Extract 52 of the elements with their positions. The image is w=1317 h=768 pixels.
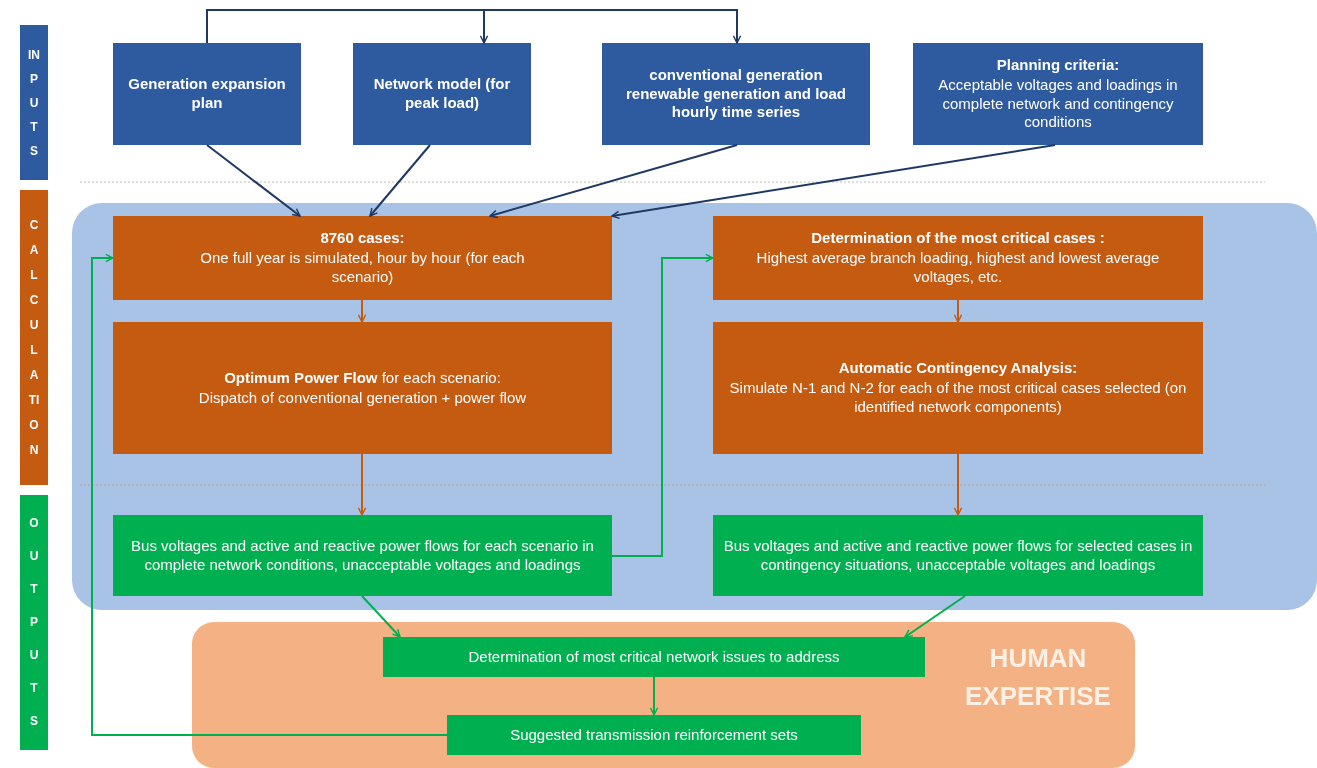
section-band xyxy=(20,25,48,180)
box-text: Generation expansion plan xyxy=(127,75,287,113)
arrow xyxy=(953,453,963,516)
section-label: INPUTS xyxy=(28,46,40,160)
process-box xyxy=(447,715,861,755)
arrow xyxy=(206,144,301,217)
process-box xyxy=(713,322,1203,454)
arrow xyxy=(357,299,367,323)
box-text: Bus voltages and active and reactive power flows for selected cases in contingency situations, unacceptable voltages and loadings xyxy=(723,536,1193,575)
arrow xyxy=(611,144,1056,220)
process-box xyxy=(113,43,301,145)
box-text: Network model (for peak load) xyxy=(372,75,512,113)
arrow xyxy=(357,453,367,516)
process-box xyxy=(113,216,612,300)
process-box xyxy=(913,43,1203,145)
section-label: CALCULATION xyxy=(28,216,40,459)
process-box xyxy=(713,515,1203,596)
process-box xyxy=(713,216,1203,300)
box-text: Bus voltages and active and reactive power flows for each scenario in complete network conditions, unacceptable voltages and loadings xyxy=(130,536,595,575)
process-box xyxy=(113,322,612,454)
process-box xyxy=(353,43,531,145)
process-box xyxy=(602,43,870,145)
box-heading: Automatic Contingency Analysis: xyxy=(838,359,1078,379)
box-heading: Determination of the most critical cases : xyxy=(811,229,1105,249)
process-box xyxy=(113,515,612,596)
arrow xyxy=(361,595,401,638)
arrow xyxy=(953,299,963,323)
arrow xyxy=(904,595,966,638)
box-text: Acceptable voltages and loadings in complete network and contingency conditions xyxy=(937,75,1179,132)
box-text: Suggested transmission reinforcement sets xyxy=(510,725,798,745)
box-heading: Optimum Power Flow for each scenario: xyxy=(224,368,501,388)
section-band xyxy=(20,190,48,485)
box-heading: Planning criteria: xyxy=(996,56,1120,75)
group-panel xyxy=(72,203,1317,610)
section-band xyxy=(20,495,48,750)
box-text: Dispatch of conventional generation + power flow xyxy=(198,388,527,408)
arrow xyxy=(649,676,659,716)
arrow xyxy=(369,144,431,217)
panel-title: HUMAN EXPERTISE xyxy=(964,642,1112,713)
arrow xyxy=(489,144,738,219)
box-text: conventional generation renewable generation and load hourly time series xyxy=(624,65,848,123)
box-heading: 8760 cases: xyxy=(320,229,405,249)
arrow xyxy=(206,9,742,44)
box-text: One full year is simulated, hour by hour (for each scenario) xyxy=(199,249,526,287)
group-panel xyxy=(192,622,1135,768)
box-text: Simulate N-1 and N-2 for each of the most critical cases selected (on identified network components) xyxy=(728,379,1188,417)
section-label: OUTPUTS xyxy=(28,515,40,730)
arrow xyxy=(611,253,714,557)
box-text: Determination of most critical network issues to address xyxy=(468,647,840,667)
arrow xyxy=(91,253,448,736)
process-box xyxy=(383,637,925,677)
box-text: Highest average branch loading, highest and lowest average voltages, etc. xyxy=(755,249,1161,287)
